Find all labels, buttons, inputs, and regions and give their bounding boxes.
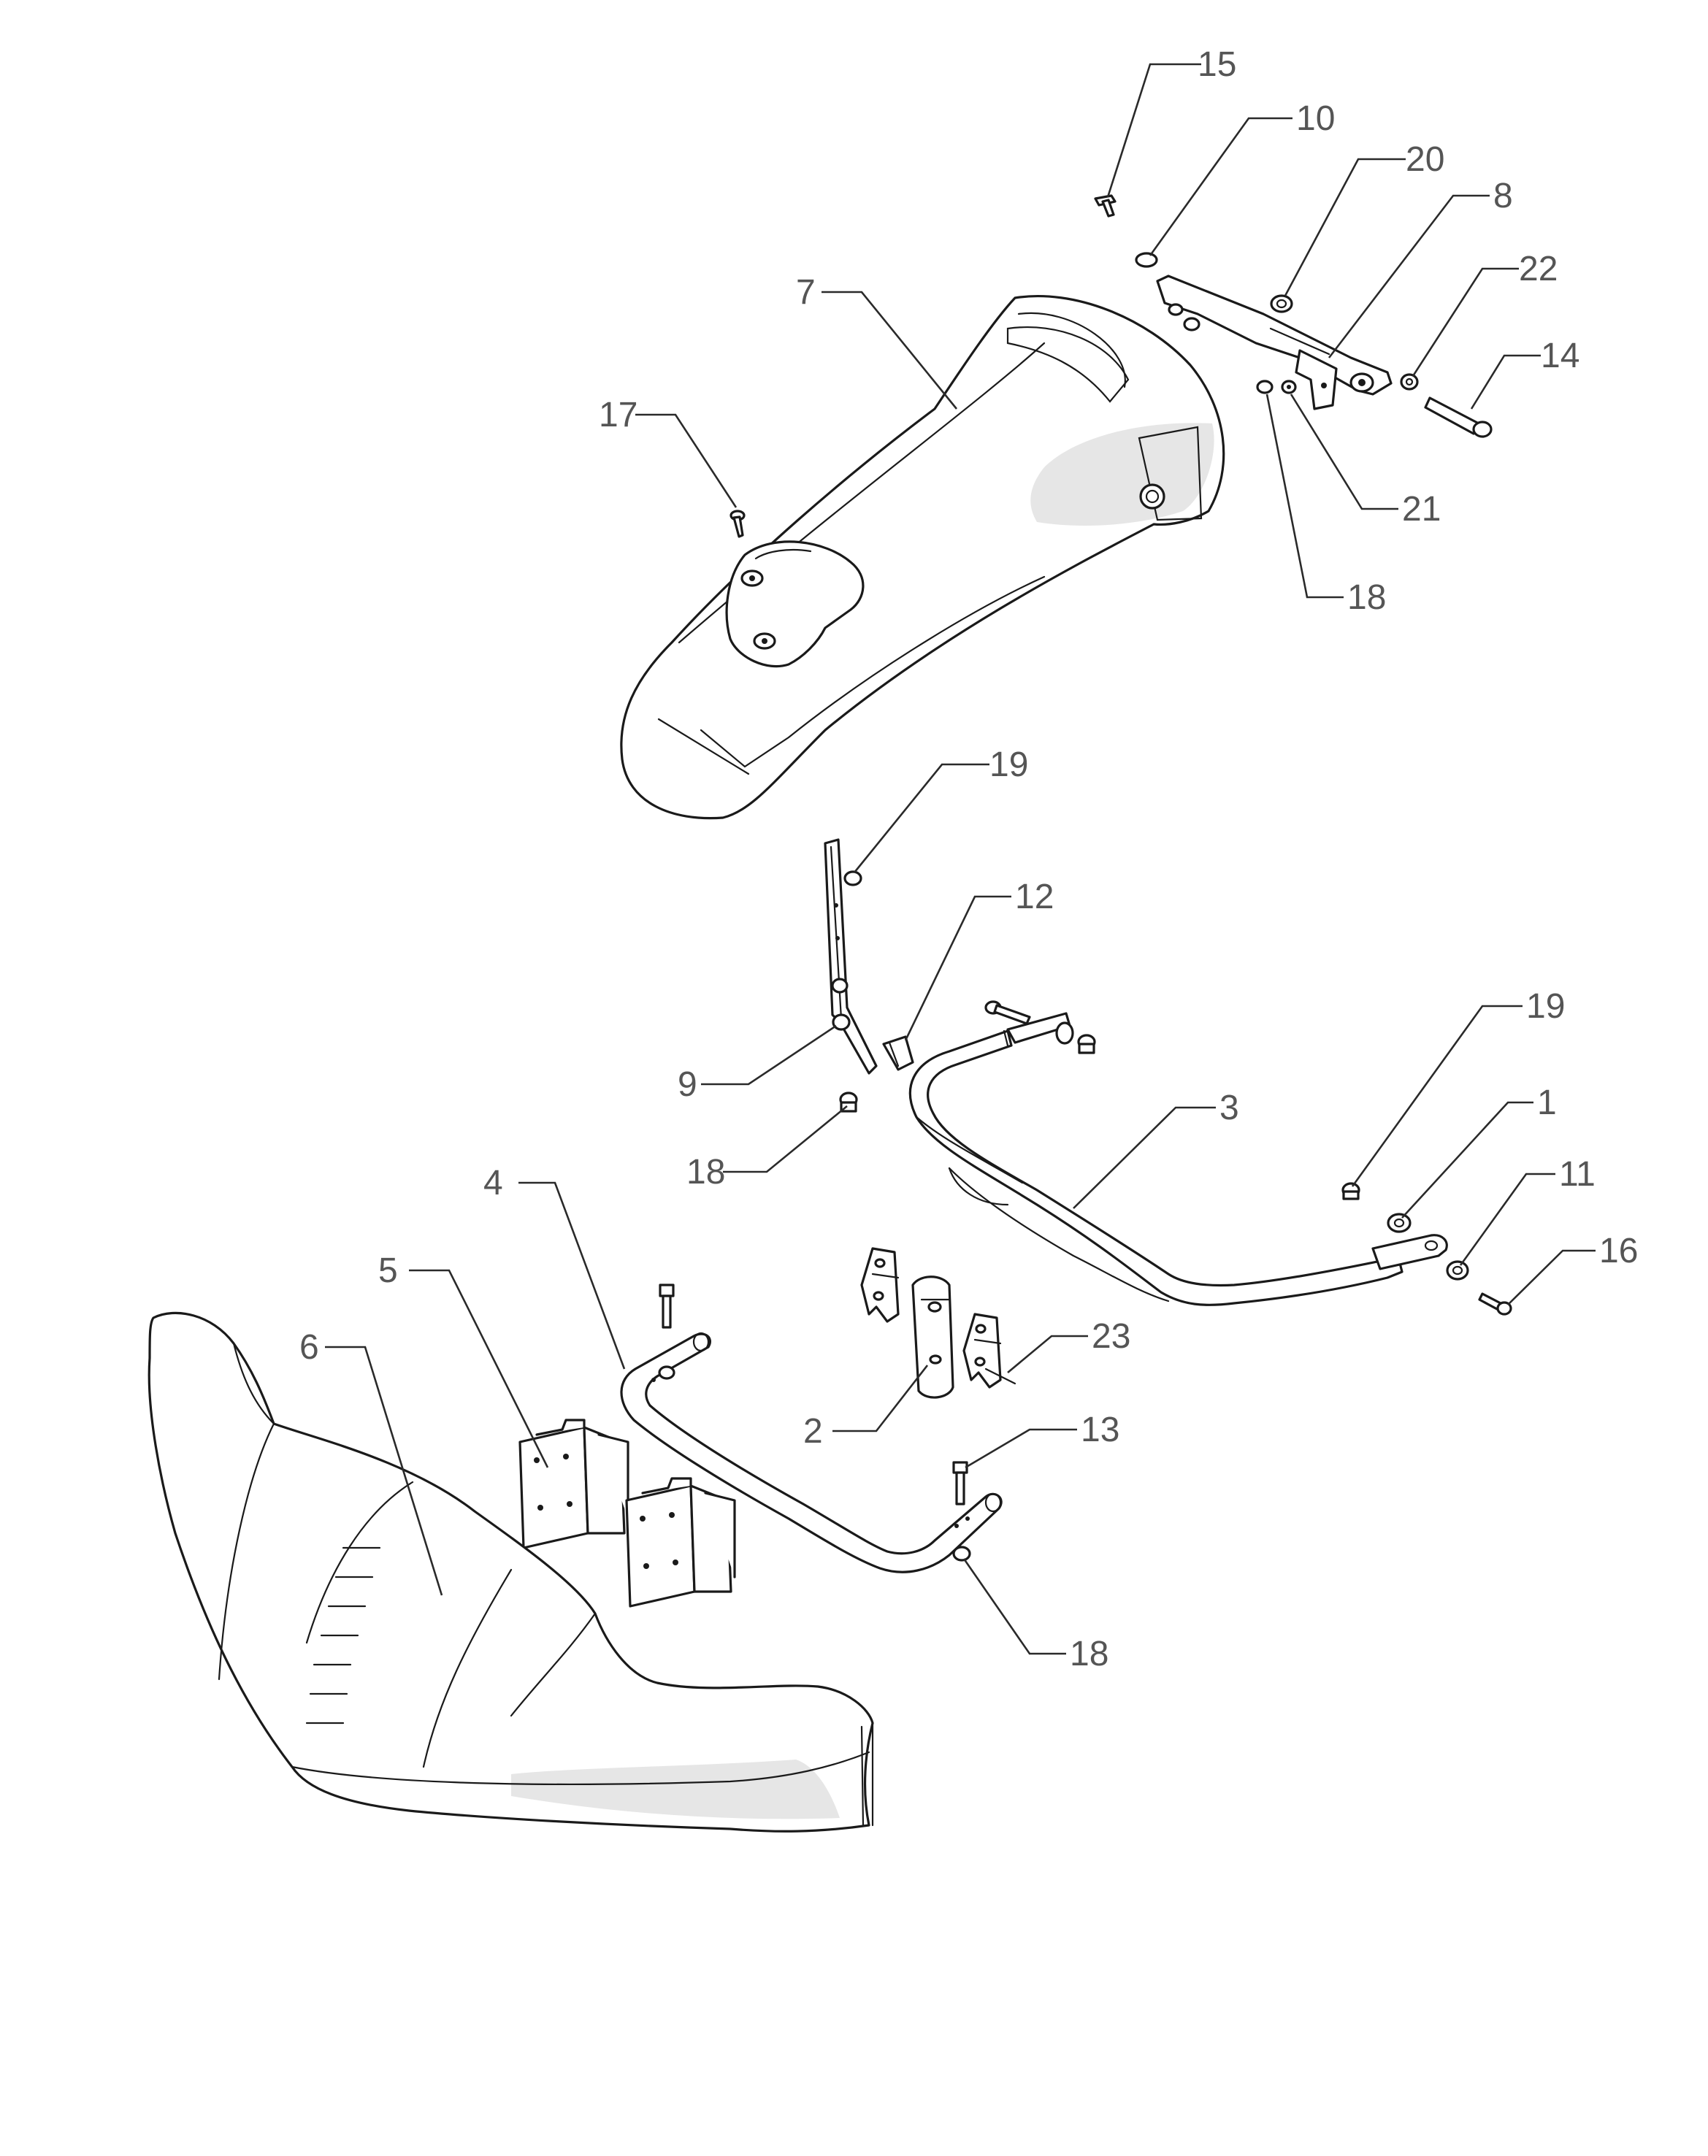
callout-11: 11 [1559, 1155, 1596, 1194]
callout-6: 6 [299, 1328, 319, 1367]
part-nuts-small [1168, 303, 1200, 331]
part-nut-4 [658, 1365, 675, 1380]
part-bolt-14 [1424, 396, 1493, 438]
part-block-5-b [625, 1477, 736, 1608]
leader-23 [1007, 1335, 1088, 1373]
part-bolt-13 [952, 1461, 968, 1505]
leader-9 [701, 1024, 837, 1086]
callout-10: 10 [1296, 99, 1335, 138]
part-clamp-2 [911, 1275, 954, 1399]
part-bolt-15 [1094, 194, 1117, 218]
leader-16 [1507, 1249, 1596, 1305]
leader-21 [1290, 394, 1398, 510]
callout-20: 20 [1406, 140, 1444, 179]
leader-14 [1470, 354, 1541, 410]
part-clip-23-right [962, 1313, 1016, 1389]
leader-1 [1401, 1101, 1533, 1219]
leader-12 [904, 895, 1011, 1041]
callout-15: 15 [1198, 45, 1236, 84]
part-washer-3 [1055, 1021, 1074, 1045]
callout-17: 17 [599, 396, 637, 434]
part-washer-21 [1281, 380, 1297, 394]
part-washer-1 [1387, 1213, 1412, 1233]
leader-6 [325, 1346, 443, 1596]
part-nut-20 [1270, 294, 1293, 313]
part-nut-19-right [1341, 1182, 1360, 1200]
leader-3 [1073, 1106, 1216, 1209]
part-clip-12 [882, 1035, 914, 1071]
leader-19b [1351, 1005, 1523, 1187]
callout-12: 12 [1015, 878, 1054, 916]
callout-21: 21 [1402, 490, 1441, 529]
callout-19-right: 19 [1526, 987, 1565, 1026]
part-block-5-a [518, 1419, 629, 1549]
callout-19-top: 19 [989, 745, 1028, 784]
callout-23: 23 [1092, 1317, 1130, 1356]
leader-22 [1412, 267, 1519, 377]
leader-11 [1459, 1173, 1555, 1266]
leader-lines [325, 63, 1596, 1655]
part-nut-18-top [1256, 380, 1274, 394]
callout-14: 14 [1541, 337, 1579, 375]
part-washer-22 [1400, 373, 1419, 391]
callout-7: 7 [796, 273, 816, 312]
leader-13 [965, 1428, 1077, 1469]
leader-15 [1106, 63, 1201, 198]
part-bolt-4 [659, 1284, 675, 1329]
callout-3: 3 [1219, 1089, 1239, 1127]
part-nut-19-top [843, 870, 862, 886]
callout-1: 1 [1537, 1083, 1557, 1122]
part-bolt-16 [1478, 1292, 1512, 1316]
part-bracket-8 [1156, 275, 1393, 410]
leader-19a [853, 763, 989, 873]
part-clip-23-left [860, 1247, 900, 1323]
part-washer-10 [1135, 252, 1158, 268]
callout-9: 9 [678, 1065, 697, 1104]
part-windscreen [148, 1311, 874, 1833]
leader-7 [822, 291, 958, 410]
leader-2 [832, 1365, 929, 1432]
callout-18-mid: 18 [686, 1153, 725, 1192]
callout-22: 22 [1519, 250, 1558, 288]
callout-16: 16 [1599, 1232, 1638, 1270]
part-nut-18-mid [839, 1092, 858, 1113]
callout-2: 2 [803, 1412, 823, 1451]
part-nut-3 [1077, 1034, 1096, 1054]
part-bar-3 [908, 1012, 1448, 1306]
leader-18b [723, 1105, 848, 1173]
leader-8 [1328, 194, 1490, 358]
leader-4 [518, 1181, 626, 1370]
part-nut-18-bottom [952, 1546, 971, 1562]
part-washer-11 [1446, 1260, 1469, 1281]
leader-5 [409, 1269, 549, 1468]
callout-5: 5 [378, 1251, 398, 1290]
callout-labels: 15 10 20 8 22 14 7 17 21 18 19 12 9 18 1… [299, 45, 1638, 1673]
leader-20 [1284, 158, 1406, 296]
callout-18-bottom: 18 [1070, 1635, 1108, 1673]
part-fender [620, 294, 1225, 820]
leader-17 [635, 413, 738, 508]
leader-18c [962, 1558, 1066, 1655]
part-bolt-top-3 [984, 1000, 1031, 1025]
callout-8: 8 [1493, 177, 1513, 215]
callout-18-top: 18 [1347, 578, 1386, 617]
part-stay-9 [824, 838, 878, 1075]
leader-18a [1265, 394, 1344, 599]
leader-10 [1149, 117, 1293, 256]
callout-4: 4 [483, 1164, 503, 1202]
callout-13: 13 [1081, 1411, 1119, 1449]
part-screw-17 [729, 510, 746, 538]
